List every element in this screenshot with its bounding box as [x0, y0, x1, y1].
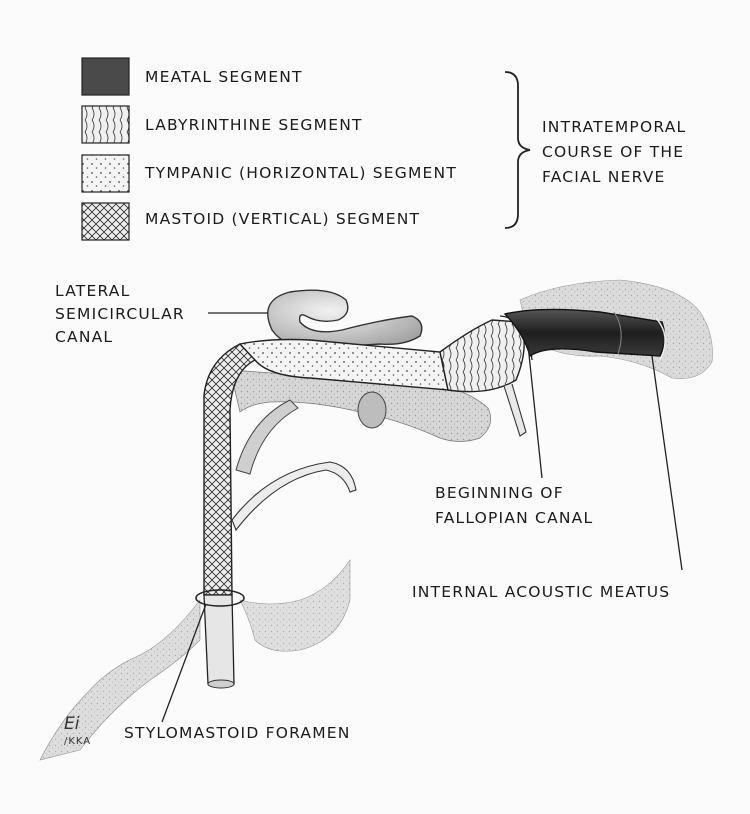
chorda-tympani-branch: [231, 461, 357, 532]
lateral-semicircular-canal: [267, 289, 423, 349]
mastoid-bone-right: [239, 559, 351, 652]
leader-foramen: [161, 603, 207, 723]
meatal-segment: [503, 308, 666, 358]
legend-label-tympanic: TYMPANIC (HORIZONTAL) SEGMENT: [145, 164, 457, 182]
labyrinthine-segment: [439, 319, 525, 393]
legend-swatch-mastoid: [81, 202, 130, 241]
meatus-ring-inner: [613, 311, 622, 355]
mastoid-bone-left: [39, 599, 201, 761]
legend-swatch-meatal: [81, 57, 130, 96]
label-stylomastoid-foramen: STYLOMASTOID FORAMEN: [124, 724, 351, 742]
ossicle-process: [235, 399, 299, 475]
label-lateral-semicircular-canal: LATERAL SEMICIRCULAR CANAL: [55, 282, 185, 346]
legend-swatch-labyrinthine: [81, 105, 130, 144]
legend-label-labyrinthine: LABYRINTHINE SEGMENT: [145, 116, 363, 134]
legend-group-label: INTRATEMPORAL COURSE OF THE FACIAL NERVE: [542, 118, 687, 186]
ossicle-knob: [357, 391, 387, 429]
artist-signature-initials: /KKA: [64, 736, 92, 747]
legend-label-meatal: MEATAL SEGMENT: [145, 68, 303, 86]
nerve-trunk-exit: [203, 594, 235, 688]
greater-petrosal-branch: [503, 383, 527, 437]
legend-brace: [504, 71, 531, 229]
leader-meatus: [651, 355, 683, 571]
artist-signature-mark: Ei: [64, 714, 80, 734]
nerve-trunk-end: [207, 679, 235, 689]
label-internal-acoustic-meatus: INTERNAL ACOUSTIC MEATUS: [412, 583, 671, 601]
stylomastoid-ring: [195, 589, 245, 607]
label-fallopian-canal: BEGINNING OF FALLOPIAN CANAL: [435, 484, 594, 527]
legend-swatch-tympanic: [81, 154, 130, 193]
legend-label-mastoid: MASTOID (VERTICAL) SEGMENT: [145, 210, 421, 228]
leader-fallopian: [527, 344, 543, 479]
meatus-ring-outer: [655, 317, 666, 361]
